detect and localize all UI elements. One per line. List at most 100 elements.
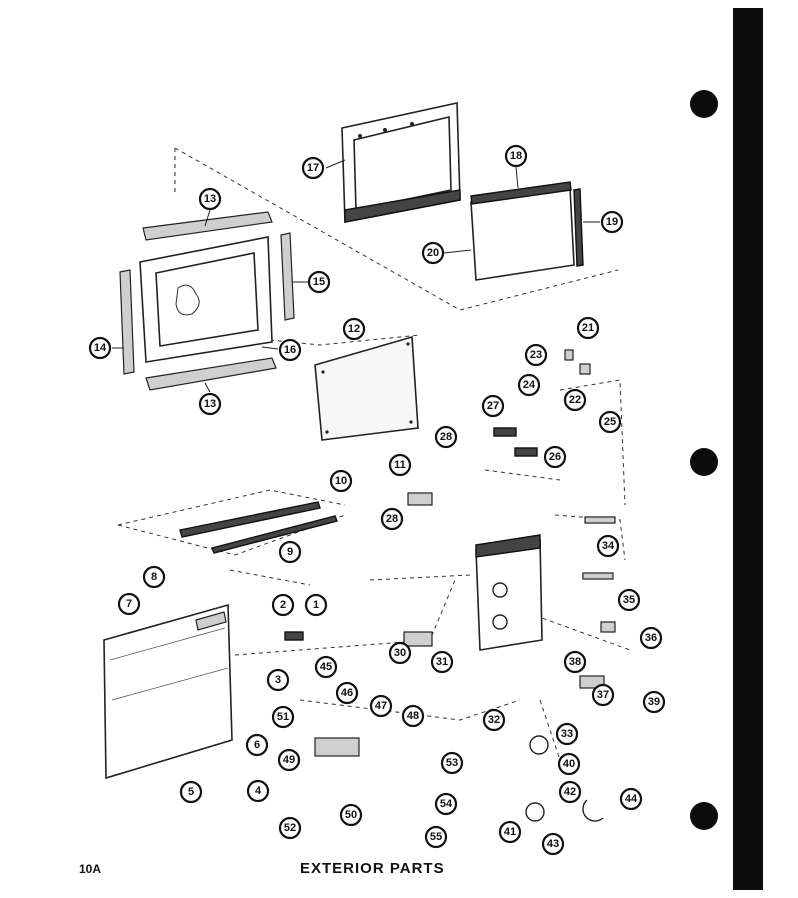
svg-text:23: 23 — [530, 349, 542, 361]
svg-text:10: 10 — [335, 475, 347, 487]
callout-31: 31 — [430, 650, 454, 674]
svg-text:53: 53 — [446, 757, 458, 769]
svg-text:46: 46 — [341, 687, 353, 699]
callout-48: 48 — [401, 704, 425, 728]
svg-text:26: 26 — [549, 451, 561, 463]
svg-text:25: 25 — [604, 416, 616, 428]
callout-55: 55 — [424, 825, 448, 849]
svg-text:52: 52 — [284, 822, 296, 834]
callout-51: 51 — [271, 705, 295, 729]
part-front-panel-7 — [103, 603, 233, 780]
binder-hole-bottom — [690, 802, 718, 830]
callout-28-left: 28 — [434, 425, 458, 449]
callout-41: 41 — [498, 820, 522, 844]
page-number: 10A — [79, 862, 102, 876]
svg-text:28: 28 — [440, 431, 452, 443]
svg-text:18: 18 — [510, 150, 522, 162]
svg-text:5: 5 — [188, 786, 194, 798]
svg-text:22: 22 — [569, 394, 581, 406]
svg-text:48: 48 — [407, 710, 419, 722]
part-control-housing — [475, 534, 543, 651]
svg-text:51: 51 — [277, 711, 289, 723]
svg-text:20: 20 — [427, 247, 439, 259]
callout-11: 11 — [388, 453, 412, 477]
svg-text:7: 7 — [126, 598, 132, 610]
assembly-guide-lines — [117, 147, 631, 761]
callout-5: 5 — [179, 780, 203, 804]
callout-22: 22 — [563, 388, 587, 412]
callout-17: 17 — [301, 156, 325, 180]
svg-text:16: 16 — [284, 344, 296, 356]
callout-15: 15 — [307, 270, 331, 294]
callout-3: 3 — [266, 668, 290, 692]
callout-54: 54 — [434, 792, 458, 816]
svg-text:43: 43 — [547, 838, 559, 850]
svg-text:39: 39 — [648, 696, 660, 708]
callout-13-bottom: 13 — [198, 392, 222, 416]
callout-21: 21 — [576, 316, 600, 340]
part-panel-12 — [314, 335, 419, 441]
svg-text:14: 14 — [94, 342, 107, 354]
svg-text:28: 28 — [386, 513, 398, 525]
svg-text:49: 49 — [283, 754, 295, 766]
callout-35: 35 — [617, 588, 641, 612]
callout-32: 32 — [482, 708, 506, 732]
svg-text:36: 36 — [645, 632, 657, 644]
callout-8: 8 — [142, 565, 166, 589]
callout-2: 2 — [271, 593, 295, 617]
callout-18: 18 — [504, 144, 528, 168]
callouts: 1 2 3 4 5 6 7 8 9 10 11 12 13 13 14 15 1… — [88, 144, 666, 856]
callout-27: 27 — [481, 394, 505, 418]
svg-text:54: 54 — [440, 798, 453, 810]
callout-19: 19 — [600, 210, 624, 234]
svg-text:32: 32 — [488, 714, 500, 726]
svg-text:1: 1 — [313, 599, 319, 611]
part-frame-17 — [341, 102, 461, 223]
svg-text:42: 42 — [564, 786, 576, 798]
svg-text:13: 13 — [204, 398, 216, 410]
binding-edge-bar — [733, 8, 763, 890]
callout-14: 14 — [88, 336, 112, 360]
svg-text:45: 45 — [320, 661, 332, 673]
part-glass-panel-20 — [470, 181, 584, 281]
svg-text:27: 27 — [487, 400, 499, 412]
callout-7: 7 — [117, 592, 141, 616]
callout-49: 49 — [277, 748, 301, 772]
small-hardware — [284, 349, 616, 822]
svg-text:38: 38 — [569, 656, 581, 668]
svg-text:2: 2 — [280, 599, 286, 611]
callout-16: 16 — [278, 338, 302, 362]
page-title: EXTERIOR PARTS — [300, 860, 445, 877]
callout-28-lower: 28 — [380, 507, 404, 531]
svg-text:47: 47 — [375, 700, 387, 712]
callout-43: 43 — [541, 832, 565, 856]
callout-20: 20 — [421, 241, 445, 265]
svg-text:21: 21 — [582, 322, 594, 334]
callout-10: 10 — [329, 469, 353, 493]
part-trim-strips — [179, 501, 338, 554]
callout-12: 12 — [342, 317, 366, 341]
binder-hole-middle — [690, 448, 718, 476]
svg-text:34: 34 — [602, 540, 615, 552]
callout-52: 52 — [278, 816, 302, 840]
svg-text:6: 6 — [254, 739, 260, 751]
svg-text:3: 3 — [275, 674, 281, 686]
svg-text:15: 15 — [313, 276, 325, 288]
svg-text:13: 13 — [204, 193, 216, 205]
callout-34: 34 — [596, 534, 620, 558]
svg-text:31: 31 — [436, 656, 448, 668]
svg-text:30: 30 — [394, 647, 406, 659]
callout-45: 45 — [314, 655, 338, 679]
callout-46: 46 — [335, 681, 359, 705]
svg-text:50: 50 — [345, 809, 357, 821]
callout-50: 50 — [339, 803, 363, 827]
svg-text:11: 11 — [394, 459, 406, 471]
callout-44: 44 — [619, 787, 643, 811]
svg-text:33: 33 — [561, 728, 573, 740]
callout-1: 1 — [304, 593, 328, 617]
callout-9: 9 — [278, 540, 302, 564]
svg-text:40: 40 — [563, 758, 575, 770]
callout-13-top: 13 — [198, 187, 222, 211]
leader-lines — [112, 159, 600, 393]
